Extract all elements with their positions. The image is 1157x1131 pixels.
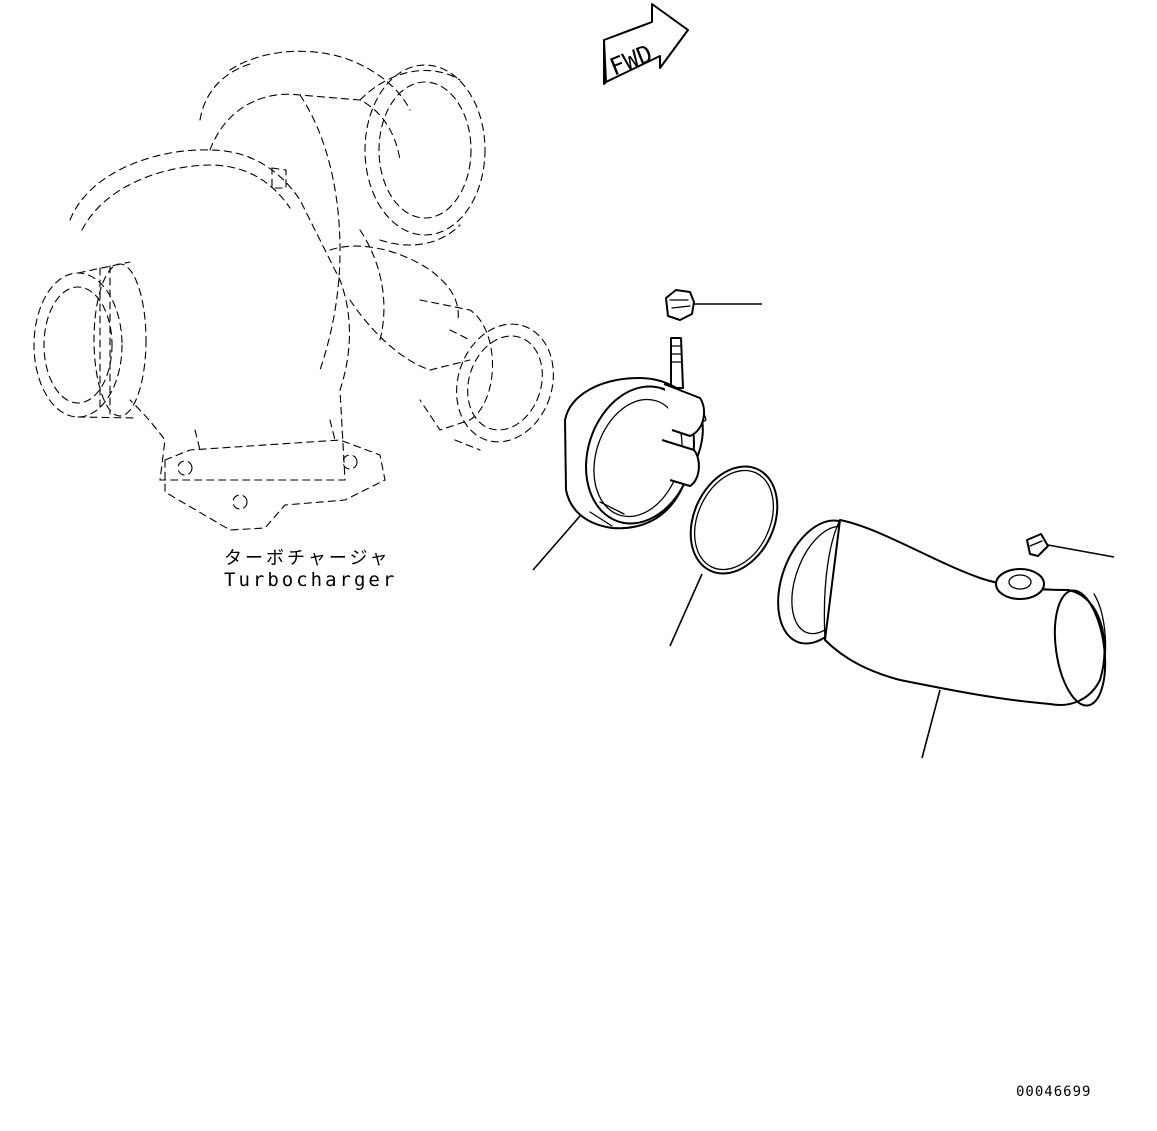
turbocharger-outline: [33, 50, 554, 531]
nut-part: [665, 289, 762, 321]
leader-gasket: [669, 573, 703, 647]
turbocharger-label-english: Turbocharger: [224, 569, 398, 591]
exhaust-elbow-pipe: [777, 519, 1107, 759]
leader-plug: [1047, 544, 1115, 558]
fwd-direction-arrow: FWD: [603, 3, 689, 85]
leader-clamp: [532, 515, 581, 571]
turbocharger-label-japanese: ターボチャージャ: [224, 548, 391, 569]
plug-part: [1026, 533, 1115, 558]
gasket-ring: [669, 465, 779, 647]
drawing-number: 00046699: [1016, 1084, 1092, 1100]
leader-pipe: [921, 689, 941, 759]
v-band-clamp: [532, 337, 707, 571]
